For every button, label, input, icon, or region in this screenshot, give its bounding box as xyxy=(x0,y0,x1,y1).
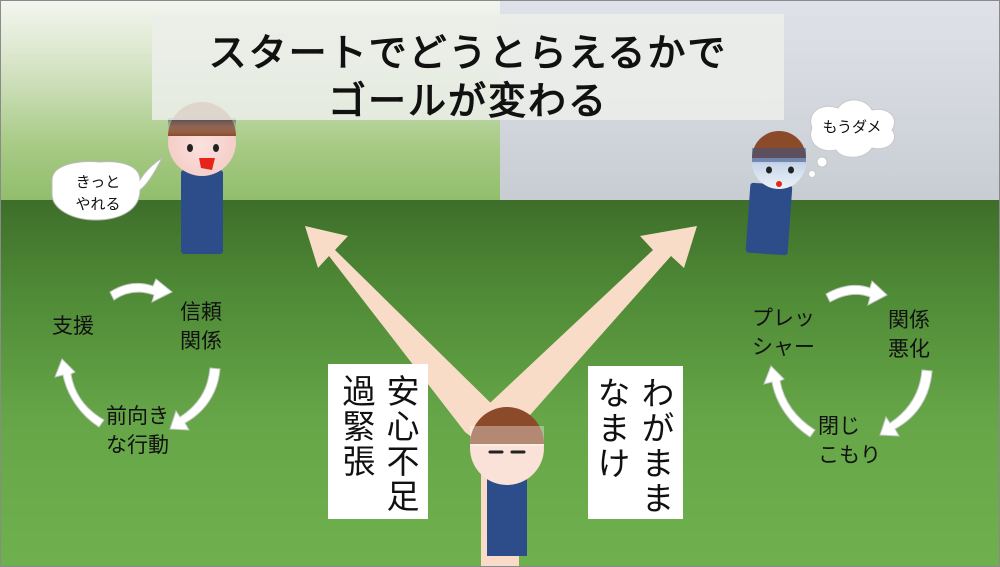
cycle-arrow-withdraw-to-pressure xyxy=(763,365,816,438)
left-bubble-line-1: きっと xyxy=(75,173,121,191)
sad-person-body xyxy=(745,182,793,256)
cycle-arrow-support-to-trust xyxy=(109,278,173,303)
selfish-box: わがまま なまけ xyxy=(588,366,683,519)
cycle-arrow-trust-to-action xyxy=(169,367,221,431)
title-line-1: スタートでどうとらえるかで xyxy=(208,31,728,75)
title-line-2: ゴールが変わる xyxy=(327,79,608,123)
anxiety-box-text: 安心不足 過緊張 xyxy=(337,374,420,514)
label-action-line-1: 前向き xyxy=(106,404,169,428)
label-trust-line-2: 関係 xyxy=(180,329,222,353)
speech-bubble-left xyxy=(51,156,164,221)
label-action-line-2: な行動 xyxy=(106,433,169,457)
title-banner: スタートでどうとらえるかで ゴールが変わる xyxy=(152,14,784,123)
cycle-arrow-pressure-to-relationship xyxy=(825,280,888,306)
cycle-arrow-action-to-support xyxy=(54,358,105,428)
sad-person-figure xyxy=(745,131,806,256)
happy-person-body xyxy=(181,170,223,254)
label-relationship-line-2: 悪化 xyxy=(888,337,930,361)
label-withdraw-line-2: こもり xyxy=(818,443,881,467)
sad-person-mouth xyxy=(776,181,782,187)
left-bubble-text: きっと やれる xyxy=(64,171,132,215)
label-withdrawal: 閉じ こもり xyxy=(818,412,881,470)
label-trust-relationship: 信頼 関係 xyxy=(180,298,222,356)
thought-bubble-right xyxy=(808,99,895,178)
selfish-box-text: わがまま なまけ xyxy=(592,376,675,516)
cycle-arrow-relationship-to-withdraw xyxy=(879,369,933,437)
label-pressure: プレッ シャー xyxy=(752,304,815,362)
anxiety-box: 安心不足 過緊張 xyxy=(328,364,428,519)
label-trust-line-1: 信頼 xyxy=(180,300,222,324)
label-withdraw-line-1: 閉じ xyxy=(818,414,860,438)
left-bubble-line-2: やれる xyxy=(75,195,121,213)
neutral-person-figure xyxy=(470,407,544,556)
right-bubble-text: もうダメ xyxy=(822,118,882,136)
label-positive-action: 前向き な行動 xyxy=(106,402,169,460)
label-relationship-line-1: 関係 xyxy=(888,308,930,332)
y-arrow-left-branch xyxy=(305,226,505,447)
label-support: 支援 xyxy=(52,314,94,338)
y-arrow-right-branch xyxy=(475,226,697,447)
happy-person-mouth xyxy=(199,158,215,170)
label-pressure-line-1: プレッ xyxy=(752,306,815,330)
label-relationship-worsening: 関係 悪化 xyxy=(888,306,930,364)
label-pressure-line-2: シャー xyxy=(752,335,815,359)
